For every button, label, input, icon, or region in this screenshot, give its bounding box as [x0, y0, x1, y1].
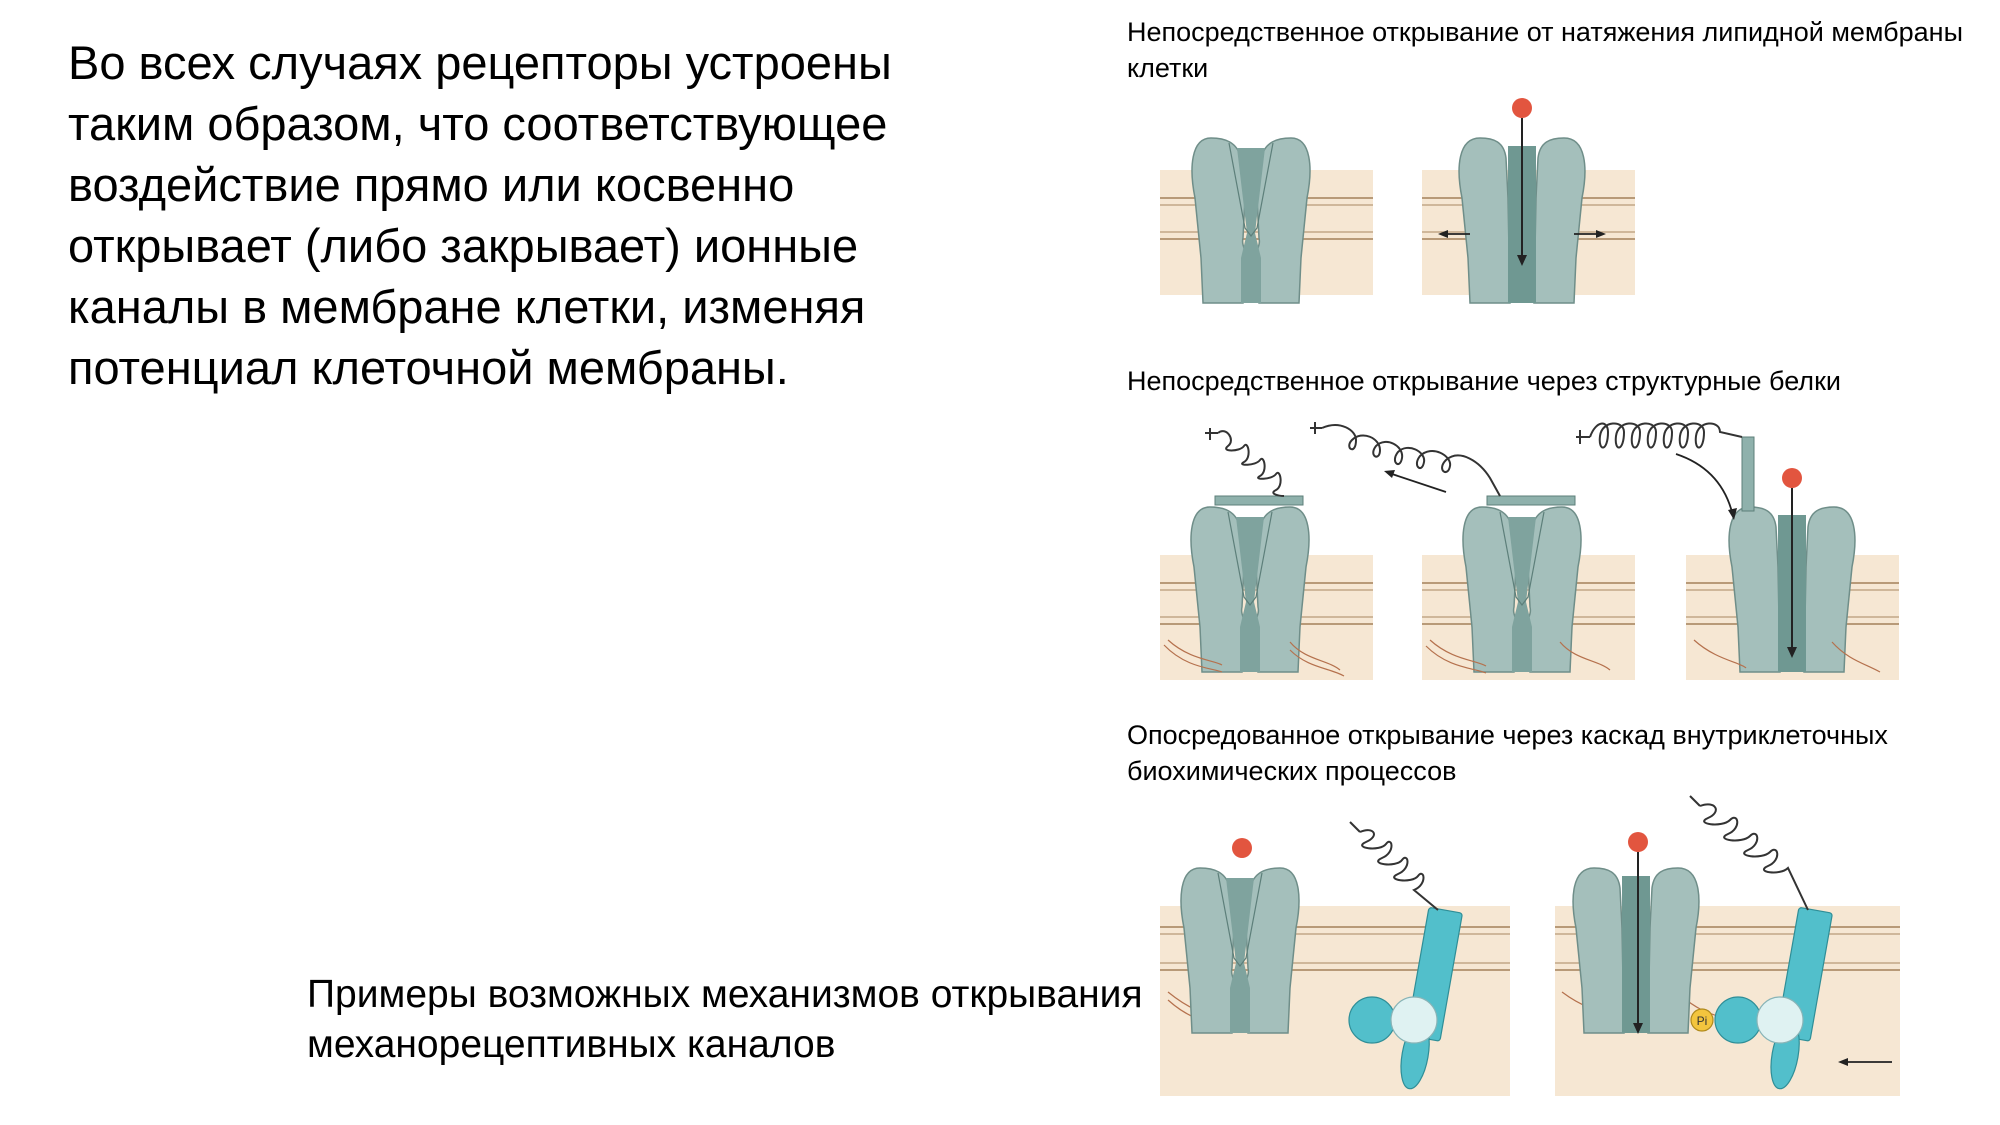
spring-icon — [1576, 422, 1743, 449]
ion-icon — [1628, 832, 1648, 852]
spring-icon — [1349, 821, 1439, 911]
spring-icon — [1689, 795, 1809, 911]
spring-icon — [1310, 422, 1501, 497]
phosphate-label: Pi — [1697, 1014, 1708, 1028]
panel-structural-stretching — [1310, 422, 1636, 681]
stretch-arrow-left-icon — [1438, 230, 1470, 238]
g-protein-icon — [1348, 996, 1396, 1044]
effector-icon — [1756, 996, 1804, 1044]
panel-cascade-open: Pi — [1555, 795, 1900, 1096]
g-protein-icon — [1714, 996, 1762, 1044]
panel-stretch-open — [1421, 98, 1636, 304]
push-arrow-icon — [1838, 1058, 1892, 1066]
figure-caption: Примеры возможных механизмов открывания … — [307, 973, 1143, 1066]
section-title-cascade: Опосредованное открывание через каскад в… — [1127, 720, 1888, 786]
effector-icon — [1390, 996, 1438, 1044]
panel-stretch-closed — [1159, 137, 1374, 304]
phosphate-icon — [1690, 1008, 1714, 1032]
ion-icon — [1782, 468, 1802, 488]
ion-icon — [1512, 98, 1532, 118]
curved-arrow-icon — [1675, 453, 1737, 520]
panel-structural-closed — [1159, 428, 1374, 681]
stretch-arrow-right-icon — [1574, 230, 1606, 238]
ion-icon — [1232, 838, 1252, 858]
spring-icon — [1205, 428, 1285, 497]
panel-structural-open — [1576, 422, 1900, 681]
main-text: Во всех случаях рецепторы устроены таким… — [68, 36, 892, 394]
section-title-structural: Непосредственное открывание через структ… — [1127, 366, 1841, 396]
section-title-stretch: Непосредственное открывание от натяжения… — [1127, 17, 1963, 83]
pull-arrow-icon — [1384, 470, 1447, 493]
panel-cascade-closed — [1160, 821, 1510, 1096]
